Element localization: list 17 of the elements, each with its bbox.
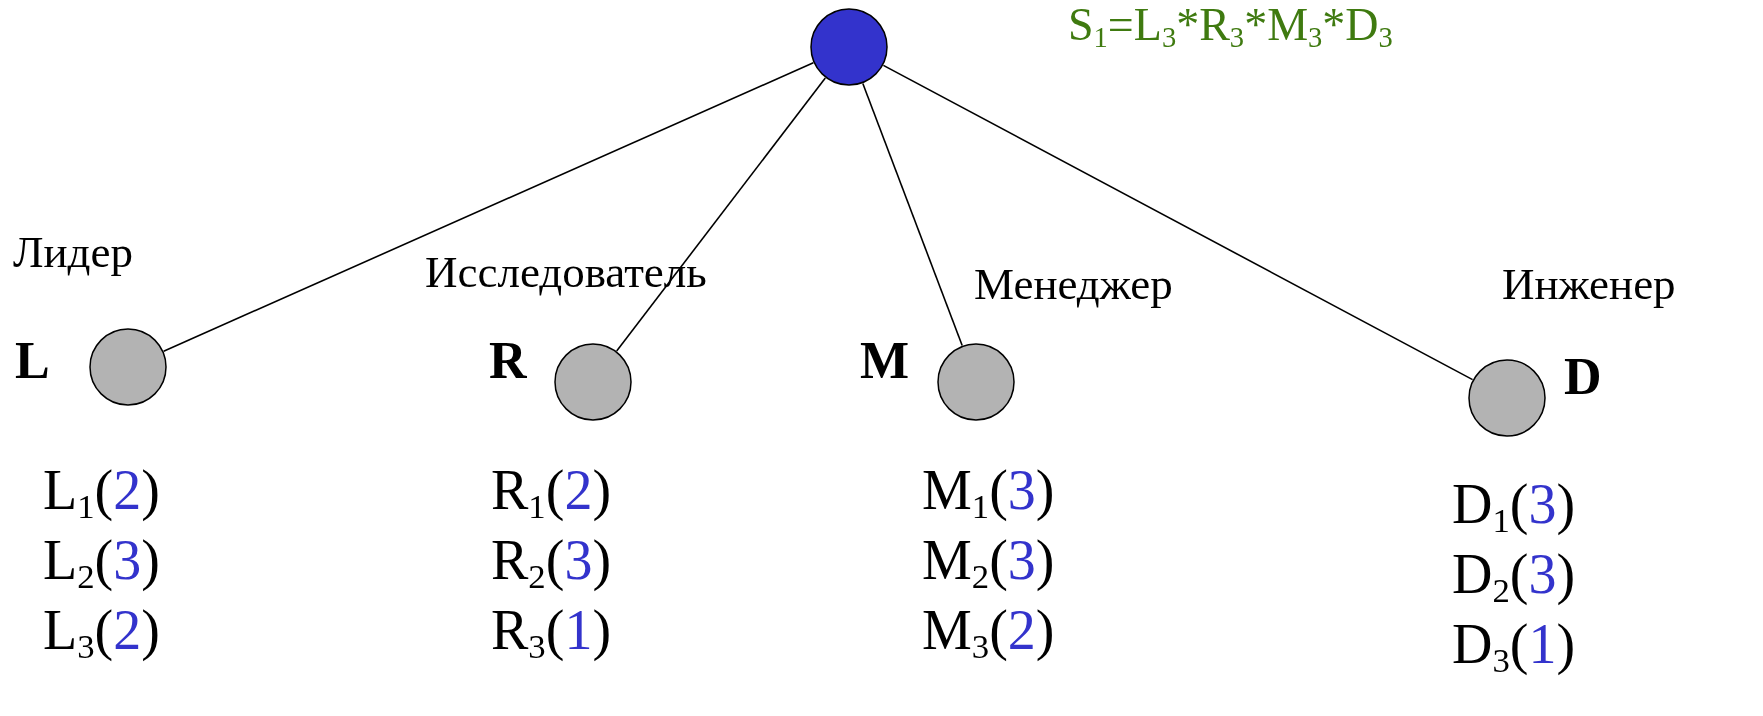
node-circle [810,8,888,86]
letter-label: L [15,335,50,387]
connector-line [862,82,963,347]
node-circle [1468,359,1546,437]
connector-line [882,64,1474,381]
role-label: Менеджер [974,262,1173,307]
node-circle [89,328,167,406]
role-label: Лидер [13,230,133,275]
node-circle [554,343,632,421]
connector-line [162,62,815,352]
connector-line [615,77,827,352]
node-circle [937,343,1015,421]
letter-label: R [489,335,527,387]
formula-text: S$_{1}$=L$_{3}$*R$_{3}$*M$_{3}$*D$_{3}$ [1068,2,1393,48]
letter-label: M [860,335,910,387]
role-label: Инженер [1502,262,1676,307]
letter-label: D [1564,351,1602,403]
